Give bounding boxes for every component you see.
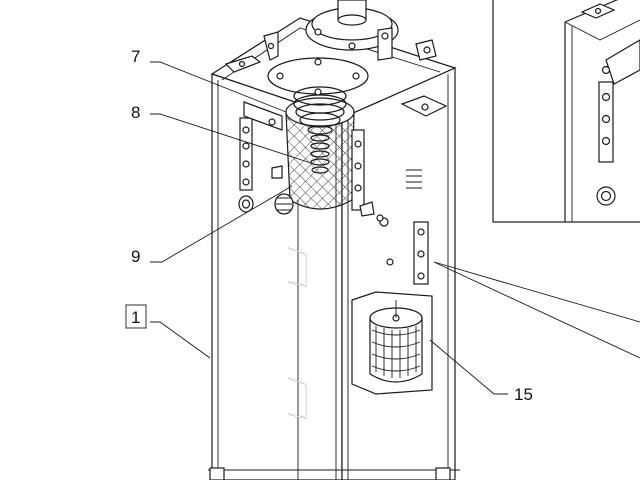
leader-lines (150, 61, 640, 395)
callout-1: 1 (131, 308, 140, 327)
return-pipe (382, 111, 422, 189)
callout-9: 9 (131, 247, 140, 266)
callout-1-box (125, 304, 147, 329)
top-fittings (224, 0, 448, 117)
mounting-strips (239, 101, 429, 285)
handles (287, 247, 307, 419)
filler-strainer (267, 57, 369, 210)
callout-15: 15 (514, 385, 533, 404)
callout-8: 8 (131, 103, 140, 122)
detail-inset (492, 0, 640, 223)
side-fittings (238, 165, 384, 222)
callout-7: 7 (131, 47, 140, 66)
filter-element (351, 291, 433, 395)
